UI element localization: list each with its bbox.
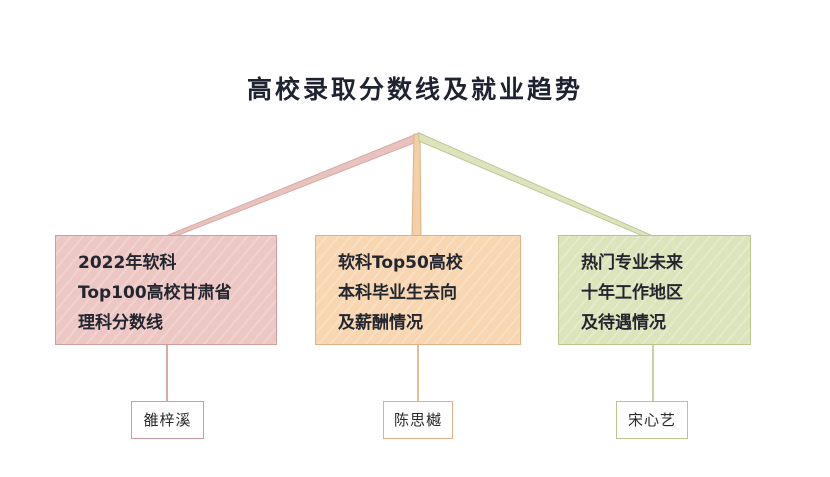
connector-wedge-3 <box>418 132 654 237</box>
card-text-line: 热门专业未来 <box>581 253 683 273</box>
diagram-title: 高校录取分数线及就业趋势 <box>246 75 583 104</box>
card-text-line: Top100高校甘肃省 <box>78 283 232 303</box>
card-text-line: 及薪酬情况 <box>338 313 423 333</box>
connector-wedge-1 <box>165 132 420 237</box>
connector-wedge-2 <box>411 133 422 237</box>
card-text-line: 理科分数线 <box>78 313 163 333</box>
card-text-line: 软科Top50高校 <box>338 253 463 273</box>
card-text-line: 十年工作地区 <box>581 283 683 303</box>
branch-card-popular-majors: 热门专业未来 十年工作地区 及待遇情况 <box>558 235 751 345</box>
branch-card-score-lines: 2022年软科 Top100高校甘肃省 理科分数线 <box>55 235 277 345</box>
author-label: 陈思樾 <box>383 401 453 439</box>
author-label: 雒梓溪 <box>131 401 204 439</box>
card-text-line: 本科毕业生去向 <box>338 283 457 303</box>
card-text-line: 2022年软科 <box>78 253 177 273</box>
branch-card-graduate-destinations: 软科Top50高校 本科毕业生去向 及薪酬情况 <box>315 235 521 345</box>
author-label: 宋心艺 <box>616 401 688 439</box>
card-text-line: 及待遇情况 <box>581 313 666 333</box>
